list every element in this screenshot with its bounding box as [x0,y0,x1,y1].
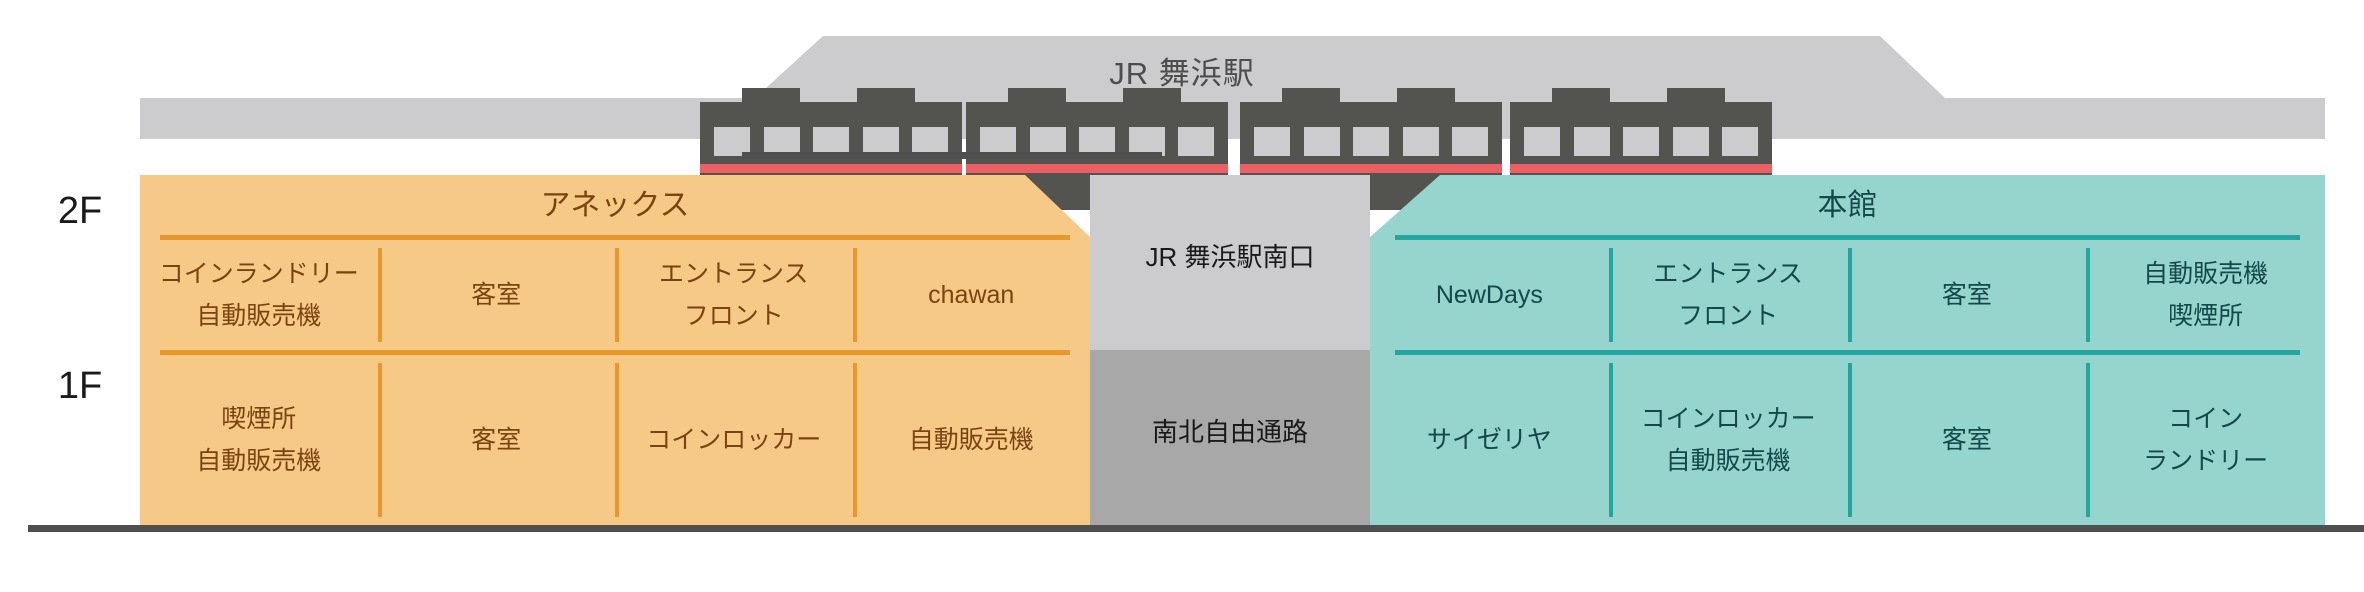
cell-line-2: 喫煙所 [2168,302,2244,330]
free-passage-block: 南北自由通路 [1090,350,1370,525]
train-window [1452,127,1488,156]
annex-floor-divider [160,350,1070,355]
cell-line-1: chawan [928,281,1015,309]
train-roof-block [1552,88,1610,104]
train-stripe [700,164,962,173]
train-window [1403,127,1439,156]
train-car [1510,88,1772,198]
cell-line-1: 客室 [471,426,522,454]
cell-line-1: コイン [2168,405,2244,433]
free-passage-label: 南北自由通路 [1151,417,1308,447]
honkan-wing: 本館 NewDays エントランス フロント 客室 自動販売機 喫煙所 サイゼリ… [1370,175,2325,525]
train-window [1353,127,1389,156]
honkan-title: 本館 [1817,189,1878,222]
south-exit-label: JR 舞浜駅南口 [1145,242,1315,272]
cell-line-1: コインランドリー [158,260,359,288]
floor-label-2f: 2F [57,190,103,232]
train-window [1254,127,1290,156]
train-window [1030,127,1066,156]
train-roof-block [1667,88,1725,104]
cell-line-2: ランドリー [2143,447,2269,475]
train-roof-block [1282,88,1340,104]
train-roof-block [1123,88,1181,104]
cell-line-2: 自動販売機 [1665,447,1791,475]
cell-line-1: 客室 [471,281,522,309]
train-stripe [1510,164,1772,173]
train-window [1079,127,1115,156]
floor-label-1f: 1F [57,365,103,407]
cell-line-1: NewDays [1435,281,1543,309]
cell-line-1: 客室 [1941,426,1992,454]
train-window [714,127,750,156]
train-window [1524,127,1560,156]
station-south-exit-block: JR 舞浜駅南口 [1090,175,1370,350]
annex-2f-cell-1[interactable]: コインランドリー 自動販売機 [140,240,378,350]
train-stripe [1240,164,1502,173]
honkan-1f-cell-2[interactable]: コインロッカー 自動販売機 [1608,355,1848,525]
train-window [1574,127,1610,156]
honkan-header-rule [1395,235,2300,240]
train-window [1623,127,1659,156]
honkan-floor1-row: サイゼリヤ コインロッカー 自動販売機 客室 コイン ランドリー [1370,355,2325,525]
annex-2f-cell-3[interactable]: エントランス フロント [615,240,853,350]
honkan-2f-cell-4[interactable]: 自動販売機 喫煙所 [2086,240,2325,350]
train-stripe [966,164,1228,173]
train-roof-block [857,88,915,104]
train-window [1304,127,1340,156]
honkan-2f-cell-2[interactable]: エントランス フロント [1608,240,1848,350]
cell-line-1: 喫煙所 [221,405,297,433]
train-window [863,127,899,156]
train-window [813,127,849,156]
train-roof-block [1397,88,1455,104]
train-window [1178,127,1214,156]
annex-header-rule [160,235,1070,240]
cell-line-1: サイゼリヤ [1426,426,1552,454]
honkan-floor2-row: NewDays エントランス フロント 客室 自動販売機 喫煙所 [1370,240,2325,350]
annex-1f-cell-2[interactable]: 客室 [377,355,616,525]
honkan-floor-divider [1395,350,2300,355]
cell-line-1: コインロッカー [1640,405,1816,433]
station-name-label: JR 舞浜駅 [1109,56,1255,91]
train-car [700,88,962,198]
cell-line-1: エントランス [1653,260,1803,288]
cell-line-1: 自動販売機 [2143,260,2269,288]
cell-line-2: フロント [1678,302,1779,330]
cell-line-2: フロント [683,302,784,330]
cell-line-1: エントランス [658,260,809,288]
cell-line-1: 自動販売機 [908,426,1034,454]
rail-track-line [742,152,1162,159]
annex-2f-cell-4[interactable]: chawan [852,240,1091,350]
honkan-1f-cell-3[interactable]: 客室 [1847,355,2087,525]
train-roof-block [1008,88,1066,104]
annex-2f-cell-2[interactable]: 客室 [377,240,616,350]
cell-line-1: コインロッカー [646,426,822,454]
train-roof-block [742,88,800,104]
train-window [764,127,800,156]
honkan-1f-cell-4[interactable]: コイン ランドリー [2086,355,2325,525]
train-window [1722,127,1758,156]
annex-1f-cell-3[interactable]: コインロッカー [615,355,853,525]
cell-line-1: 客室 [1941,281,1992,309]
cell-line-2: 自動販売機 [196,302,322,330]
annex-wing: アネックス コインランドリー 自動販売機 客室 エントランス フロント chaw… [140,175,1090,525]
annex-1f-cell-4[interactable]: 自動販売機 [852,355,1091,525]
annex-floor2-row: コインランドリー 自動販売機 客室 エントランス フロント chawan [140,240,1090,350]
train-window [1673,127,1709,156]
honkan-2f-cell-3[interactable]: 客室 [1847,240,2087,350]
annex-floor1-row: 喫煙所 自動販売機 客室 コインロッカー 自動販売機 [140,355,1090,525]
honkan-2f-cell-1[interactable]: NewDays [1370,240,1609,350]
train-window [912,127,948,156]
honkan-1f-cell-1[interactable]: サイゼリヤ [1370,355,1609,525]
train-window [1129,127,1165,156]
annex-1f-cell-1[interactable]: 喫煙所 自動販売機 [140,355,378,525]
train-window [980,127,1016,156]
annex-title: アネックス [540,189,690,222]
ground-line [28,525,2364,532]
cell-line-2: 自動販売機 [196,447,322,475]
